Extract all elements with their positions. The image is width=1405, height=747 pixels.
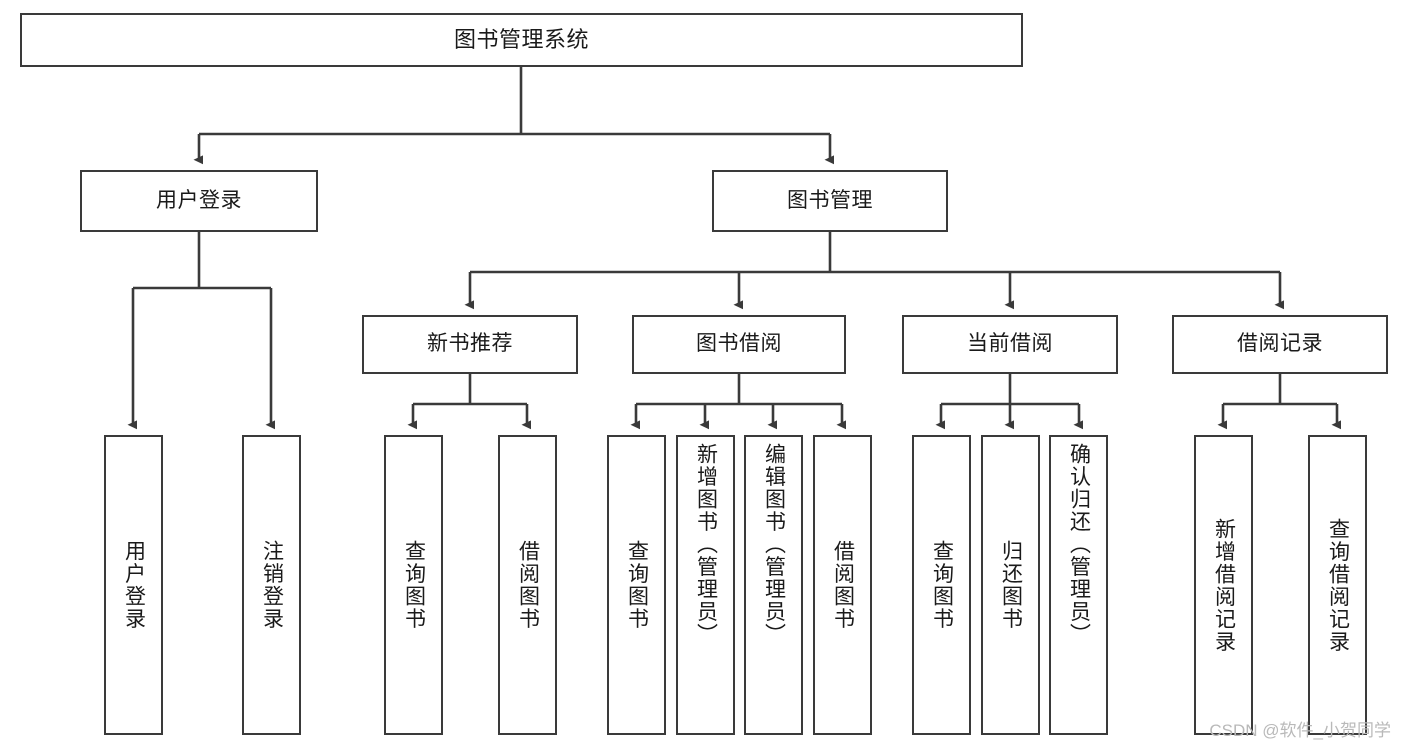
- leaf-current-borrow-confirm-return-admin[interactable]: 确认归还（管理员）: [1049, 435, 1108, 735]
- node-label: 新书推荐: [427, 332, 513, 356]
- leaf-current-borrow-query-book[interactable]: 查询图书: [912, 435, 971, 735]
- leaf-user-login-logout[interactable]: 注销登录: [242, 435, 301, 735]
- node-label: 借阅记录: [1237, 332, 1323, 356]
- watermark-text: CSDN @软件_小贺同学: [1209, 721, 1391, 740]
- node-label: 查询借阅记录: [1326, 517, 1350, 653]
- node-label: 编辑图书（管理员）: [762, 443, 786, 646]
- node-current-borrow[interactable]: 当前借阅: [902, 315, 1118, 374]
- node-label: 新增借阅记录: [1212, 517, 1236, 653]
- node-label: 用户登录: [122, 540, 146, 630]
- node-user-login[interactable]: 用户登录: [80, 170, 318, 232]
- leaf-borrow-record-query-record[interactable]: 查询借阅记录: [1308, 435, 1367, 735]
- node-book-management[interactable]: 图书管理: [712, 170, 948, 232]
- node-label: 借阅图书: [831, 540, 855, 630]
- node-label: 确认归还（管理员）: [1067, 443, 1091, 646]
- leaf-book-borrow-add-book-admin[interactable]: 新增图书（管理员）: [676, 435, 735, 735]
- leaf-book-borrow-borrow-book[interactable]: 借阅图书: [813, 435, 872, 735]
- leaf-book-borrow-query-book[interactable]: 查询图书: [607, 435, 666, 735]
- node-label: 查询图书: [625, 540, 649, 630]
- node-label: 当前借阅: [967, 332, 1053, 356]
- node-label: 用户登录: [156, 188, 242, 212]
- node-borrow-record[interactable]: 借阅记录: [1172, 315, 1388, 374]
- node-label: 查询图书: [930, 540, 954, 630]
- node-label: 注销登录: [260, 540, 284, 630]
- leaf-new-book-borrow-book[interactable]: 借阅图书: [498, 435, 557, 735]
- node-book-borrow[interactable]: 图书借阅: [632, 315, 846, 374]
- node-label: 借阅图书: [516, 540, 540, 630]
- node-label: 归还图书: [999, 540, 1023, 630]
- leaf-borrow-record-add-record[interactable]: 新增借阅记录: [1194, 435, 1253, 735]
- node-label: 查询图书: [402, 540, 426, 630]
- node-label: 图书借阅: [696, 332, 782, 356]
- leaf-user-login-login[interactable]: 用户登录: [104, 435, 163, 735]
- node-label: 图书管理系统: [453, 27, 589, 53]
- node-label: 图书管理: [787, 188, 873, 212]
- node-root-system[interactable]: 图书管理系统: [20, 13, 1023, 67]
- leaf-book-borrow-edit-book-admin[interactable]: 编辑图书（管理员）: [744, 435, 803, 735]
- node-new-book-recommend[interactable]: 新书推荐: [362, 315, 578, 374]
- leaf-current-borrow-return-book[interactable]: 归还图书: [981, 435, 1040, 735]
- leaf-new-book-query-book[interactable]: 查询图书: [384, 435, 443, 735]
- node-label: 新增图书（管理员）: [694, 443, 718, 646]
